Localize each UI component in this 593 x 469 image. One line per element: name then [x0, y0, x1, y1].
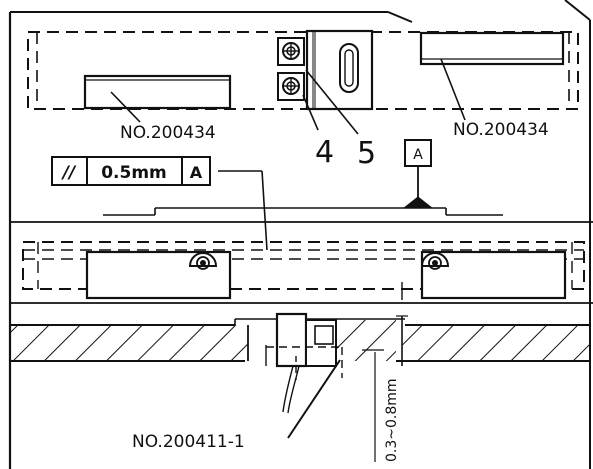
datum-label: A — [413, 147, 423, 163]
section-view — [10, 312, 590, 462]
screw-icon — [277, 37, 305, 66]
datum-surface — [103, 207, 503, 216]
tolerance-symbol: // — [61, 163, 77, 183]
datum-marker — [402, 139, 434, 209]
part-number-top-left: NO.200434 — [120, 123, 216, 143]
parallelism-tolerance-frame — [51, 156, 268, 251]
callout-4: 4 — [315, 135, 334, 170]
part-number-bottom: NO.200411-1 — [132, 432, 245, 452]
part-number-top-right: NO.200434 — [453, 120, 549, 140]
top-view — [27, 31, 579, 123]
tolerance-datum-ref: A — [190, 163, 203, 182]
screw-icon — [277, 72, 305, 101]
reed-sensor — [277, 29, 374, 135]
screw-head-icon — [420, 252, 450, 270]
screw-head-icon — [188, 252, 218, 270]
gap-dimension: 0.3~0.8mm — [384, 378, 400, 462]
drawing-frame — [8, 0, 593, 469]
side-view — [22, 241, 585, 300]
callout-5: 5 — [357, 136, 376, 171]
tolerance-value: 0.5mm — [101, 163, 167, 183]
